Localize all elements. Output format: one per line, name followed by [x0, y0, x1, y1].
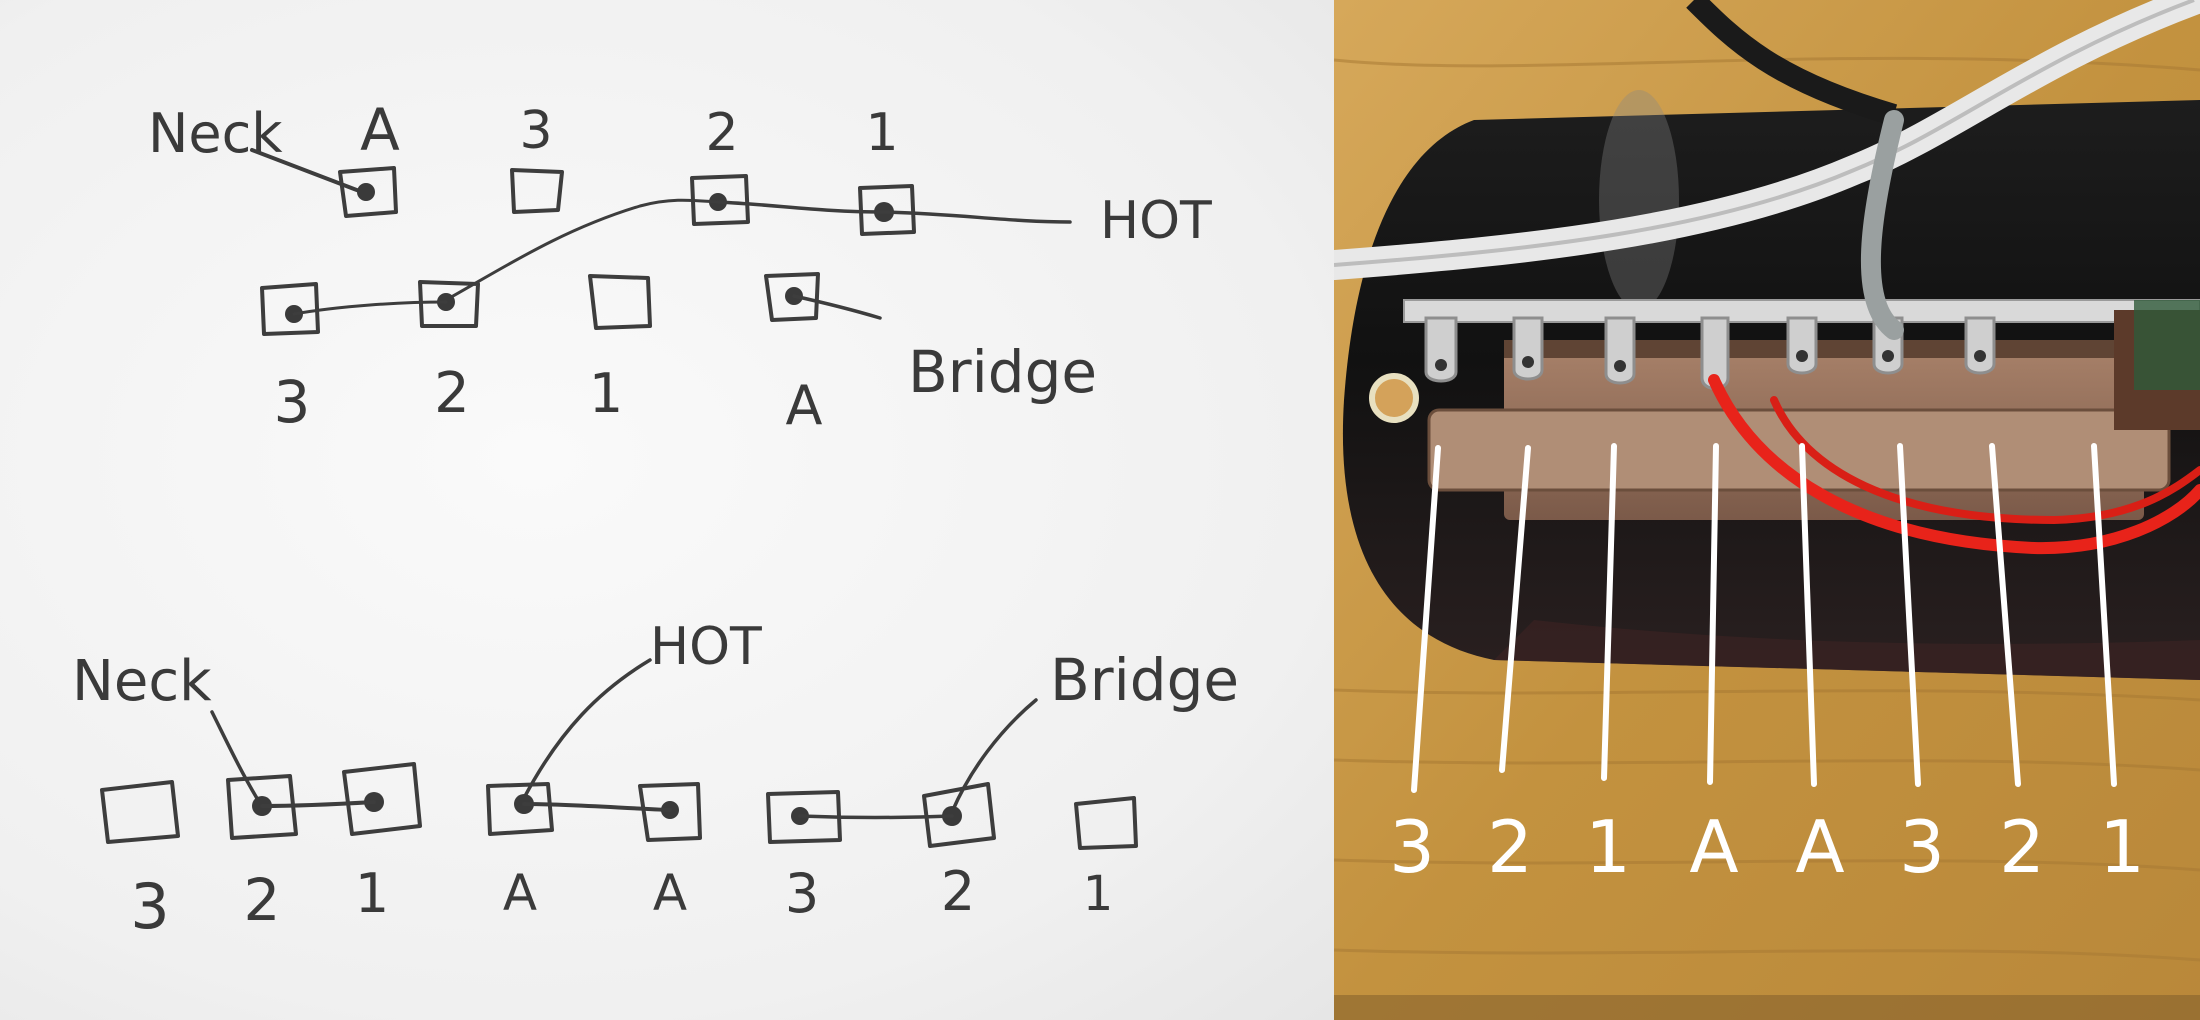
plate-reflection — [1494, 620, 2200, 680]
bottom-jumper-a-a — [522, 802, 672, 812]
top-lower-label-1: 1 — [589, 362, 623, 425]
leader-1-right — [2091, 443, 2117, 787]
photo-label-3-right: 3 — [1899, 805, 1945, 889]
lug-3 — [1604, 316, 1636, 385]
top-neck-leader — [250, 148, 364, 194]
top-lower-label-2: 2 — [434, 361, 470, 426]
bottom-label-3-right: 3 — [785, 862, 819, 925]
top-bridge-label: Bridge — [908, 338, 1097, 406]
lug-5 — [1786, 316, 1818, 375]
solder-lugs — [1424, 316, 1996, 390]
bottom-hot-label: HOT — [650, 617, 762, 677]
bottom-label-a-right: A — [653, 864, 687, 922]
bottom-label-a-left: A — [503, 864, 537, 922]
bottom-pad-1-right — [1074, 796, 1138, 850]
plate-glare — [1599, 90, 1679, 310]
leader-2-left — [1499, 445, 1531, 773]
top-upper-label-1: 1 — [865, 103, 898, 163]
wood-edge — [1334, 995, 2200, 1020]
bottom-neck-label: Neck — [72, 649, 212, 714]
leader-a-left — [1707, 443, 1719, 785]
lug-2 — [1512, 316, 1544, 381]
top-hot-wire — [716, 200, 1072, 224]
photo-label-1-left: 1 — [1585, 805, 1631, 889]
top-bridge-leader — [792, 294, 882, 320]
top-upper-label-3: 3 — [519, 101, 552, 161]
bottom-jumper-3-2 — [798, 814, 954, 820]
bottom-label-1: 1 — [355, 862, 389, 925]
leader-lines — [1411, 443, 2117, 793]
top-lower-label-a: A — [786, 374, 823, 437]
black-wire — [1686, 0, 1898, 126]
leader-a-right — [1799, 443, 1817, 787]
sketch-panel: A 3 2 1 Neck — [0, 0, 1334, 1020]
leader-3-right — [1897, 443, 1921, 787]
bottom-bridge-leader — [950, 698, 1038, 814]
bottom-label-3: 3 — [130, 870, 169, 943]
bottom-neck-leader — [210, 710, 260, 802]
switch-board-top-edge — [1504, 340, 2144, 358]
top-cross-wire — [444, 198, 720, 302]
bottom-bridge-label: Bridge — [1050, 646, 1239, 714]
red-wire-2 — [1770, 396, 2200, 525]
pot-green — [2134, 300, 2200, 390]
top-lower-pad-2 — [418, 280, 480, 328]
top-lower-pad-a — [764, 272, 820, 322]
leader-3-left — [1411, 445, 1441, 793]
top-lower-wire — [292, 300, 448, 316]
top-lower-pad-1 — [588, 274, 652, 330]
top-upper-label-a: A — [360, 96, 400, 164]
grey-wire — [1860, 110, 1904, 340]
lug-holes — [1435, 350, 1986, 372]
bottom-hot-leader — [522, 658, 652, 800]
top-upper-pad-3 — [510, 168, 564, 214]
photo-label-1-right: 1 — [2099, 805, 2145, 889]
photo-panel: 3 2 1 A A 3 2 1 — [1334, 0, 2200, 1020]
top-lower-label-3: 3 — [274, 368, 311, 436]
sketch-svg: A 3 2 1 Neck — [72, 96, 1239, 943]
photo-label-a-left: A — [1689, 805, 1738, 889]
photo-svg: 3 2 1 A A 3 2 1 — [1334, 0, 2200, 1020]
photo-label-a-right: A — [1795, 805, 1844, 889]
top-sketch: A 3 2 1 Neck — [148, 96, 1212, 437]
bottom-label-2: 2 — [244, 866, 281, 934]
top-hot-label: HOT — [1100, 191, 1212, 251]
bottom-jumper-2-1 — [260, 800, 376, 808]
leader-2-right — [1989, 443, 2021, 787]
white-wire-shade — [1334, 0, 2195, 267]
bottom-pad-3 — [100, 780, 180, 844]
bottom-label-1-right: 1 — [1083, 866, 1114, 922]
top-upper-label-2: 2 — [705, 103, 738, 163]
photo-label-2-left: 2 — [1487, 805, 1533, 889]
lug-1 — [1424, 316, 1458, 383]
top-upper-pad-a — [338, 166, 398, 218]
top-lower-pad-3 — [260, 282, 320, 336]
bottom-pad-1 — [342, 762, 422, 836]
leader-1-left — [1601, 443, 1617, 781]
red-wire-1 — [1708, 374, 2200, 555]
photo-label-3-left: 3 — [1389, 805, 1435, 889]
photo-label-2-right: 2 — [1999, 805, 2045, 889]
mounting-hole — [1369, 373, 1419, 423]
bottom-sketch: Neck HOT Bridge — [72, 617, 1239, 943]
lug-7 — [1964, 316, 1996, 375]
top-upper-pad-1 — [858, 184, 916, 236]
bottom-label-2-right: 2 — [941, 860, 975, 923]
bottom-pad-a-left — [486, 782, 554, 836]
